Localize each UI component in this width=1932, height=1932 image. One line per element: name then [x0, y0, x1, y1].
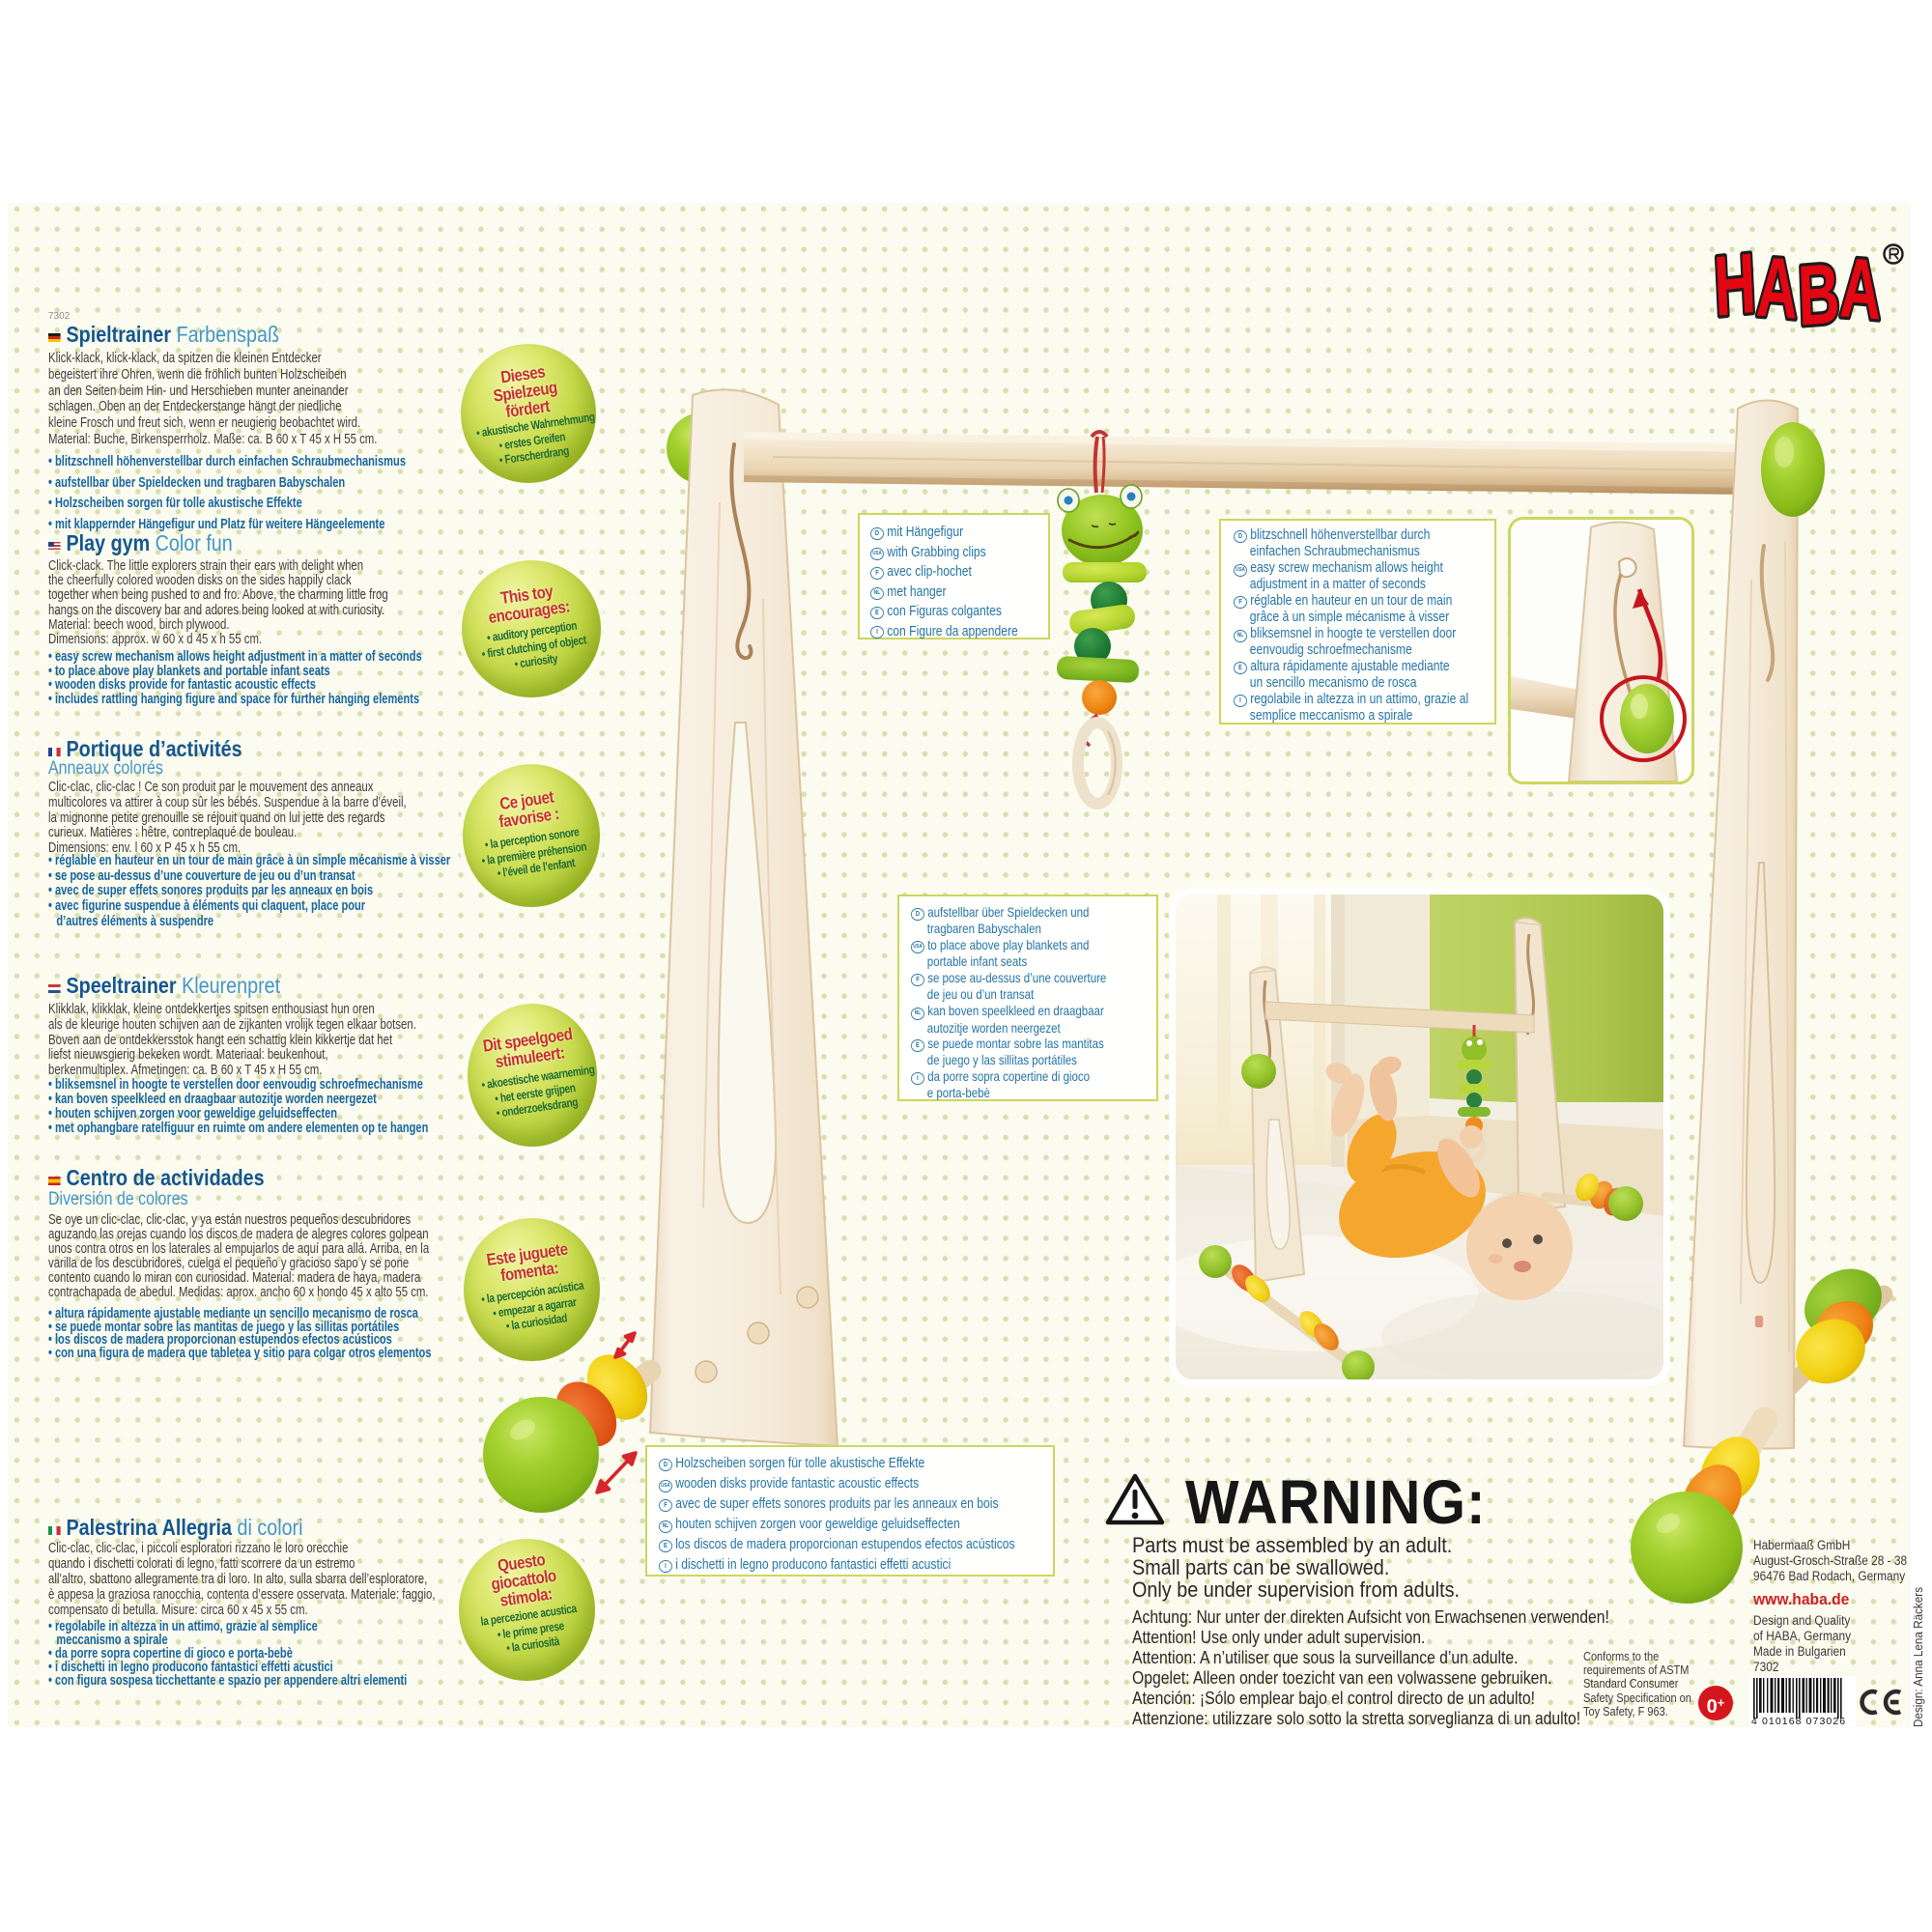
svg-text:A: A — [1838, 240, 1883, 336]
svg-text:4 010168 073026: 4 010168 073026 — [1751, 1716, 1846, 1726]
svg-text:H: H — [1714, 240, 1758, 334]
svg-text:B: B — [1797, 245, 1841, 336]
svg-text:A: A — [1755, 240, 1800, 336]
